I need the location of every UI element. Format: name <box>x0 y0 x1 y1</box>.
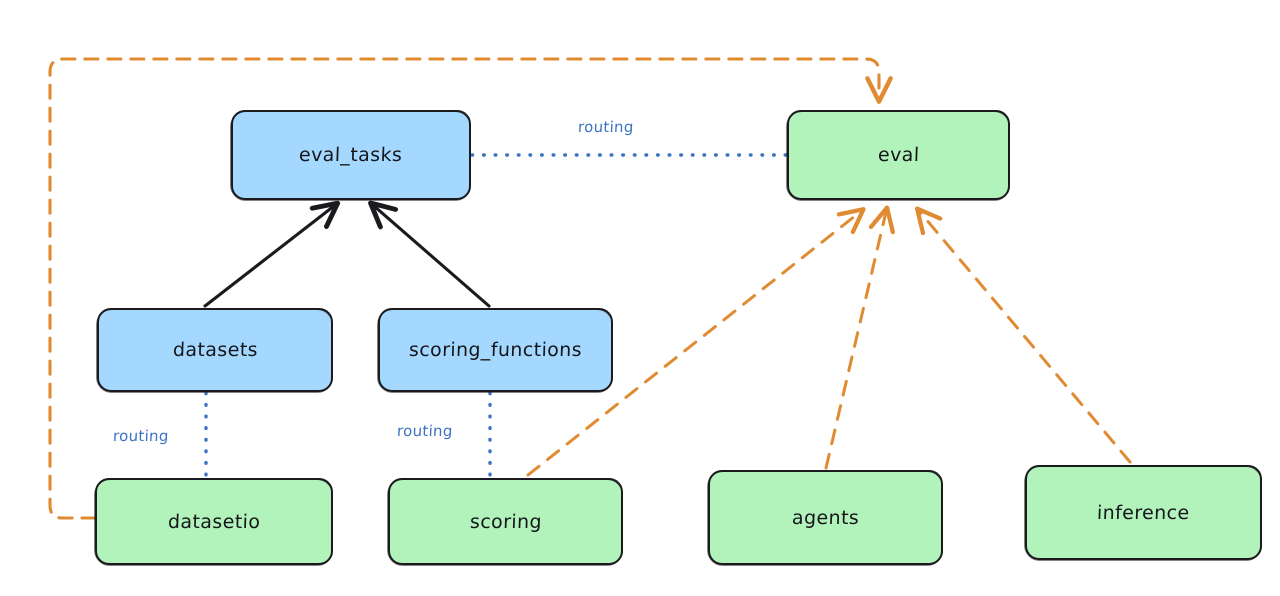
node-label-scoring: scoring <box>469 510 542 533</box>
node-label-eval-tasks: eval_tasks <box>298 144 404 166</box>
node-inference[interactable]: inference <box>1024 465 1262 561</box>
edge-label-routing-scoring-functions-scoring: routing <box>396 422 454 440</box>
node-label-agents: agents <box>791 506 860 529</box>
node-eval[interactable]: eval <box>786 110 1010 201</box>
edge-agents-to-eval <box>824 205 895 470</box>
edge-datasets-to-eval-tasks <box>203 206 334 308</box>
node-label-eval: eval <box>877 144 920 166</box>
node-agents[interactable]: agents <box>707 470 943 566</box>
node-label-datasets: datasets <box>172 339 258 361</box>
node-scoring-functions[interactable]: scoring_functions <box>377 308 613 393</box>
node-scoring[interactable]: scoring <box>387 478 623 566</box>
edge-scoring-functions-to-eval-tasks <box>374 206 491 308</box>
edge-label-routing-eval-tasks-eval: routing <box>577 118 635 136</box>
edge-inference-to-eval <box>914 206 1132 464</box>
node-eval-tasks[interactable]: eval_tasks <box>230 110 471 201</box>
node-label-scoring-functions: scoring_functions <box>408 339 583 361</box>
node-label-inference: inference <box>1096 501 1191 524</box>
node-label-datasetio: datasetio <box>167 510 261 533</box>
node-datasetio[interactable]: datasetio <box>94 478 333 566</box>
node-datasets[interactable]: datasets <box>96 308 333 393</box>
edge-label-routing-datasets-datasetio: routing <box>112 427 170 445</box>
